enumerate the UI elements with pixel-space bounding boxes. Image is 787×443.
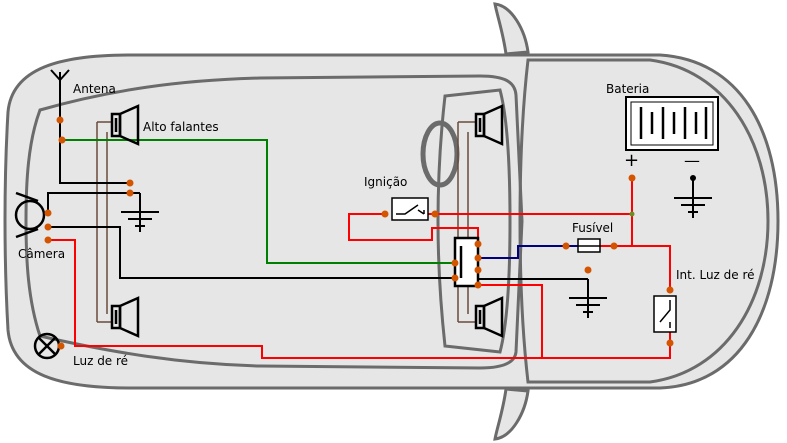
wire-red-reverse — [48, 239, 671, 359]
terminal-dot — [474, 281, 482, 289]
label-battery: Bateria — [606, 82, 649, 96]
terminal-dot — [44, 209, 52, 217]
ground-symbols — [121, 197, 712, 318]
wires — [47, 80, 694, 359]
mirror-top — [493, 2, 530, 56]
label-reverse-light: Luz de ré — [73, 354, 128, 368]
reverse-switch-icon — [653, 295, 677, 333]
steering-wheel — [420, 120, 460, 188]
speaker-icon — [474, 104, 504, 146]
terminal-dot — [451, 259, 459, 267]
terminal-dot — [610, 242, 618, 250]
ground-symbol — [674, 197, 712, 218]
terminal-dot — [474, 266, 482, 274]
terminal-dot — [44, 223, 52, 231]
label-ignition: Ignição — [364, 175, 407, 189]
mirror-bottom — [493, 387, 530, 441]
terminal-dot — [666, 339, 674, 347]
speaker-icon — [474, 296, 504, 338]
fuse-icon — [577, 238, 601, 253]
battery-icon — [625, 96, 719, 151]
wire-red-fuse — [600, 245, 671, 290]
cabin-outline — [24, 74, 524, 370]
terminals — [44, 116, 674, 350]
label-antenna: Antena — [73, 82, 116, 96]
terminal-dot — [628, 174, 636, 182]
wire-black-camera-gnd — [47, 192, 130, 213]
terminal-dot — [474, 240, 482, 248]
ignition-switch-icon — [391, 197, 429, 221]
terminal-dot — [57, 342, 65, 350]
wire-green — [62, 139, 455, 264]
terminal-dot — [126, 179, 134, 187]
terminal-dot — [451, 274, 459, 282]
label-reverse-switch: Int. Luz de ré — [676, 268, 755, 282]
label-fuse: Fusível — [572, 221, 613, 235]
ground-symbol — [121, 211, 159, 232]
terminal-dot — [58, 136, 66, 144]
radio-unit — [453, 236, 480, 288]
ground-symbol — [569, 297, 607, 318]
wire-red-radio — [478, 284, 543, 358]
label-battery-minus: — — [684, 151, 700, 170]
wire-blue — [478, 245, 578, 259]
terminal-dot — [584, 266, 592, 274]
battery-minus-terminal — [690, 175, 696, 181]
terminal-dot — [562, 242, 570, 250]
terminal-dot — [431, 210, 439, 218]
wire-red-ignition — [348, 213, 479, 244]
car-body — [3, 2, 780, 441]
speaker-icon — [110, 104, 140, 146]
terminal-dot — [381, 210, 389, 218]
dashboard-outline — [436, 88, 512, 354]
label-speakers: Alto falantes — [143, 120, 219, 134]
terminal-dot — [474, 254, 482, 262]
speaker-icon — [110, 296, 140, 338]
label-camera: Câmera — [18, 247, 65, 261]
terminal-dot — [126, 189, 134, 197]
label-battery-plus: + — [624, 150, 639, 171]
terminal-dot — [56, 116, 64, 124]
terminal-dot — [666, 286, 674, 294]
terminal-dot — [629, 211, 635, 217]
antenna-icon — [50, 69, 70, 120]
wire-black-camera-video — [48, 226, 455, 279]
terminal-dot — [44, 236, 52, 244]
camera-icon — [14, 191, 46, 239]
